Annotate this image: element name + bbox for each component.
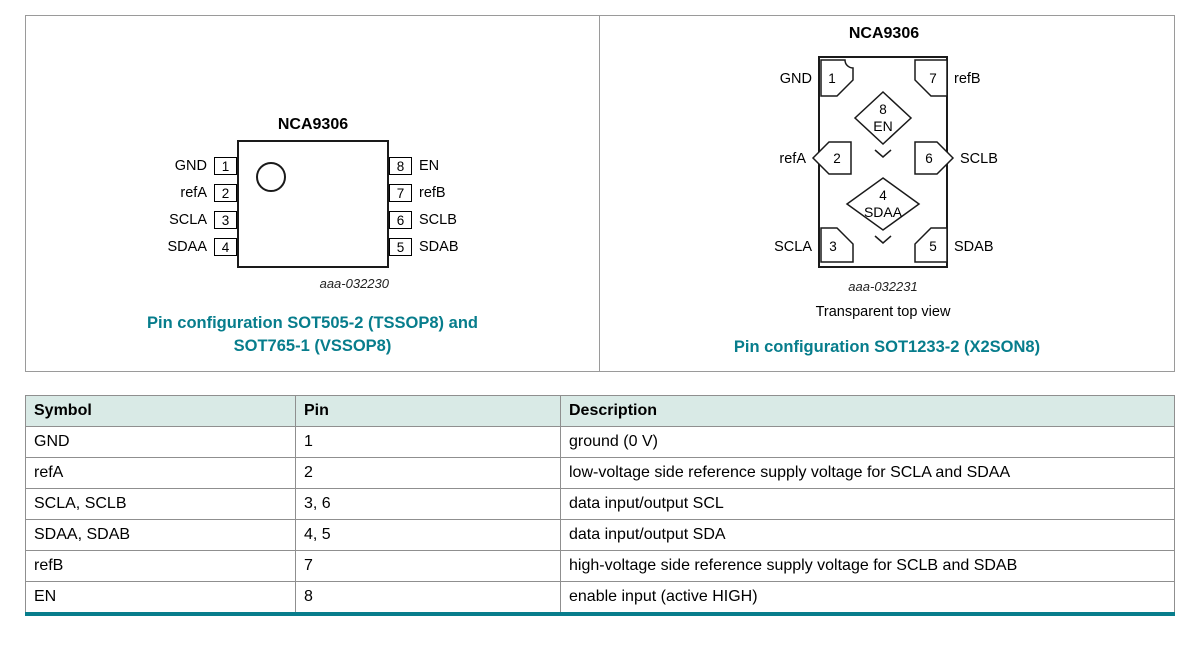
cell-pin: 8 <box>295 581 561 615</box>
cell-description: high-voltage side reference supply volta… <box>560 550 1175 582</box>
header-pin: Pin <box>295 395 561 427</box>
chevron-down-icon <box>874 149 892 158</box>
table-row: EN 8 enable input (active HIGH) <box>25 581 1175 615</box>
pin-number-box: 3 <box>214 211 237 229</box>
table-row: GND 1 ground (0 V) <box>25 426 1175 458</box>
pin-row: refA 2 <box>159 184 237 202</box>
pin-configuration-figures: NCA9306 GND 1 refA 2 SCLA 3 <box>25 15 1175 372</box>
caption-line-1: Pin configuration SOT505-2 (TSSOP8) and <box>147 314 478 332</box>
pin-number: 2 <box>833 151 841 166</box>
pin-number: 1 <box>828 71 836 86</box>
cell-symbol: refA <box>25 457 296 489</box>
pin-label: GND <box>174 158 207 174</box>
pin-label: SDAA <box>864 204 903 220</box>
pin5-pad <box>914 227 948 263</box>
right-pin-column: 8 EN 7 refB 6 SCLB 5 SDAB <box>389 140 467 265</box>
pin-row: 6 SCLB <box>389 211 467 229</box>
pin-number-box: 4 <box>214 238 237 256</box>
pin-label: SCLB <box>419 212 457 228</box>
pin-row: GND 1 <box>159 157 237 175</box>
pin1-pad <box>820 59 854 97</box>
pin-row: SCLA 3 <box>159 211 237 229</box>
chip-title: NCA9306 <box>849 25 919 42</box>
pin-label: GND <box>780 71 812 87</box>
figure-tssop8-vssop8: NCA9306 GND 1 refA 2 SCLA 3 <box>26 16 600 371</box>
chip-title: NCA9306 <box>277 116 349 133</box>
cell-description: low-voltage side reference supply voltag… <box>560 457 1175 489</box>
pin-number-box: 1 <box>214 157 237 175</box>
pin-label: SDAB <box>419 239 459 255</box>
pin-row: 7 refB <box>389 184 467 202</box>
caption-line-2: SOT765-1 (VSSOP8) <box>233 336 392 355</box>
table-row: SCLA, SCLB 3, 6 data input/output SCL <box>25 488 1175 520</box>
figure-id: aaa-032230 <box>319 276 389 291</box>
cell-pin: 7 <box>295 550 561 582</box>
pin-number-box: 7 <box>389 184 412 202</box>
cell-symbol: refB <box>25 550 296 582</box>
pin-row: 5 SDAB <box>389 238 467 256</box>
figure-id: aaa-032231 <box>848 279 917 294</box>
header-symbol: Symbol <box>25 395 296 427</box>
cell-description: ground (0 V) <box>560 426 1175 458</box>
table-row: refA 2 low-voltage side reference supply… <box>25 457 1175 489</box>
view-note: Transparent top view <box>816 304 951 320</box>
cell-pin: 2 <box>295 457 561 489</box>
chevron-down-icon <box>874 235 892 244</box>
pin-label: EN <box>419 158 440 174</box>
table-row: refB 7 high-voltage side reference suppl… <box>25 550 1175 582</box>
pin-label: refB <box>419 185 446 201</box>
pin-number: 5 <box>929 239 937 254</box>
pin-number-box: 2 <box>214 184 237 202</box>
cell-symbol: SDAA, SDAB <box>25 519 296 551</box>
pin8-center-pad <box>853 90 913 146</box>
pin-number: 4 <box>879 188 887 203</box>
pin7-pad <box>914 59 948 97</box>
pin6-pad <box>914 141 955 175</box>
x2son8-diagram: NCA9306 1 GND 7 refB 2 refA 6 SCLB <box>734 25 1040 356</box>
pin-number-box: 6 <box>389 211 412 229</box>
cell-description: data input/output SDA <box>560 519 1175 551</box>
pin-label: refB <box>954 71 981 87</box>
pin-label: SCLB <box>960 151 998 167</box>
pin-number-box: 8 <box>389 157 412 175</box>
figure-caption: Pin configuration SOT1233-2 (X2SON8) <box>734 338 1040 356</box>
pin-label: refA <box>779 151 806 167</box>
pin-number-box: 5 <box>389 238 412 256</box>
pin-label: SDAB <box>954 239 994 255</box>
header-description: Description <box>560 395 1175 427</box>
table-header-row: Symbol Pin Description <box>25 395 1175 427</box>
pin-number: 7 <box>929 71 937 86</box>
cell-pin: 4, 5 <box>295 519 561 551</box>
figure-x2son8: NCA9306 1 GND 7 refB 2 refA 6 SCLB <box>600 16 1174 371</box>
pin4-center-pad <box>845 177 921 231</box>
pin-label: SCLA <box>169 212 207 228</box>
cell-pin: 3, 6 <box>295 488 561 520</box>
pin-label: SCLA <box>774 239 812 255</box>
left-pin-column: GND 1 refA 2 SCLA 3 SDAA 4 <box>159 140 237 265</box>
pin-number: 6 <box>925 151 933 166</box>
pin-number: 8 <box>879 102 887 117</box>
pin-label: EN <box>873 118 892 134</box>
dip-package-diagram: GND 1 refA 2 SCLA 3 SDAA 4 <box>159 140 467 268</box>
pin-label: SDAA <box>167 239 208 255</box>
pin2-pad <box>811 141 852 175</box>
pin1-indicator-circle <box>256 162 286 192</box>
pin-row: SDAA 4 <box>159 238 237 256</box>
figure-caption: Pin configuration SOT505-2 (TSSOP8) and … <box>26 312 599 357</box>
pin-description-table: Symbol Pin Description GND 1 ground (0 V… <box>25 395 1175 616</box>
cell-description: enable input (active HIGH) <box>560 581 1175 615</box>
chip-body <box>237 140 389 268</box>
cell-symbol: EN <box>25 581 296 615</box>
pin-number: 3 <box>829 239 837 254</box>
cell-description: data input/output SCL <box>560 488 1175 520</box>
cell-symbol: GND <box>25 426 296 458</box>
table-row: SDAA, SDAB 4, 5 data input/output SDA <box>25 519 1175 551</box>
cell-pin: 1 <box>295 426 561 458</box>
pin-row: 8 EN <box>389 157 467 175</box>
pin3-pad <box>820 227 854 263</box>
pin-label: refA <box>180 185 207 201</box>
cell-symbol: SCLA, SCLB <box>25 488 296 520</box>
